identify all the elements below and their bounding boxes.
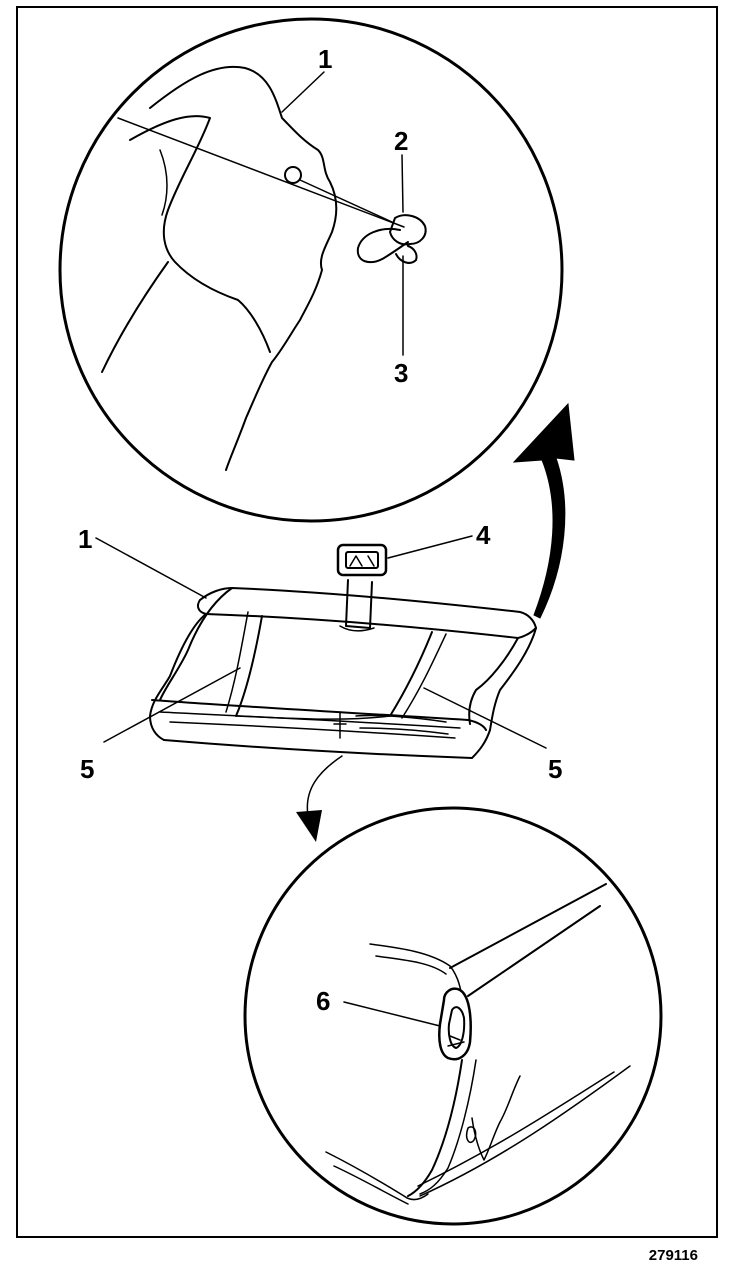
bottom-cushion-base-2 [333,1165,409,1205]
top-detail-view: 1 2 3 [58,17,564,523]
cushion-front-bottom [163,729,491,759]
callout-1-top: 1 [318,44,332,74]
callout-leader-1-mid [95,537,207,599]
cushion-front-seam [235,715,391,720]
cushion-panel-left-outer [225,611,249,713]
bottom-cushion-base [325,1151,429,1201]
illustration-frame [16,6,718,1238]
callout-5-right: 5 [548,754,562,784]
bottom-detail-view: 6 [243,806,663,1226]
callout-leader-4 [387,535,473,559]
wire-loop [356,228,409,264]
bottom-frame-line-2 [417,1071,615,1187]
cushion-center-panel-left [235,615,263,717]
figure-number: 279116 [648,1247,698,1264]
bottom-cover-wrinkle [471,1075,521,1161]
callout-3: 3 [394,358,408,388]
top-cushion-left-seam [101,261,169,373]
clip-tab [395,245,418,264]
callout-5-left: 5 [80,754,94,784]
detail-arrow-down-head [296,810,322,842]
bottom-rail-upper [449,883,607,969]
strap-clip-hook [349,555,375,567]
cushion-bottom-lip [151,699,487,731]
callout-1-mid: 1 [78,524,92,554]
detail-arrow-up [512,402,575,619]
top-dash-line [117,117,405,228]
bottom-cover-fold [419,1059,477,1195]
bottom-rail-lower [467,905,601,997]
bottom-cushion-top-2 [375,955,447,975]
top-cushion-inner-fold [129,115,271,353]
callout-4: 4 [476,520,491,550]
cushion-left-side [149,613,207,741]
retainer-clip-bottom-hook [447,1035,465,1047]
cushion-center-panel-right [389,631,433,717]
cushion-bottom-rail [159,711,461,729]
detail-arrow-down-line [306,755,343,817]
top-detail-circle [58,17,564,523]
cushion-hook-detail [333,711,347,739]
top-cushion-fold-detail [159,149,168,216]
callout-leader-5-right [423,687,547,749]
callout-leader-5-left [103,667,241,743]
cushion-strap [345,579,373,629]
callout-2: 2 [394,126,408,156]
retainer-clip [389,214,427,246]
cushion-right-inner [468,637,519,725]
cushion-top-edge [199,587,537,629]
cushion-back-edge [197,599,537,639]
cushion-left-inner [159,587,233,701]
callout-leader-6 [343,1001,441,1027]
bottom-frame-line [419,1065,631,1197]
seat-cushion: 1 4 5 5 [78,520,562,784]
cushion-panel-right-outer [401,633,447,719]
bottom-small-loop [465,1126,477,1144]
cushion-bottom-rail-2 [169,721,456,739]
rod-end-ball [284,166,302,184]
wire-rod [299,179,393,223]
strap-clip-slot [345,551,379,569]
cushion-strap-base [339,625,375,632]
top-cushion-outline [149,65,338,471]
callout-leader-2 [401,154,404,213]
cushion-right-side [489,627,537,731]
callout-leader-1-top [281,71,325,113]
callout-6: 6 [316,986,330,1016]
bottom-cover-edge [407,1059,463,1197]
cushion-frame-detail [355,714,449,735]
